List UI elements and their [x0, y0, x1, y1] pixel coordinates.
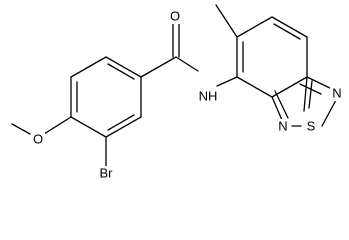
- bond: [303, 76, 308, 112]
- bond: [271, 76, 308, 98]
- substituents-left: [11, 116, 107, 167]
- thiadiazole-ring: [271, 76, 337, 127]
- benzene-ring-left: [70, 56, 142, 138]
- molecule-structure: O NH O Br N S N: [11, 4, 342, 181]
- bond: [321, 99, 337, 127]
- bond-double-inner: [273, 23, 301, 40]
- bond: [105, 116, 142, 138]
- bond: [43, 116, 72, 135]
- bond: [274, 90, 289, 119]
- atom-label-thiadiazole-n-upper: N: [332, 86, 341, 101]
- bond: [70, 116, 107, 138]
- bond: [236, 76, 273, 98]
- bond: [140, 56, 177, 78]
- bond: [271, 96, 283, 121]
- bond-double-inner: [107, 114, 135, 131]
- bond: [11, 123, 31, 135]
- bond: [306, 76, 333, 90]
- amide-group: [140, 21, 238, 87]
- atom-label-thiadiazole-n-lower: N: [278, 119, 287, 134]
- bond: [216, 76, 238, 87]
- atom-label-methoxy-oxygen: O: [33, 132, 43, 147]
- bond: [308, 80, 313, 109]
- bond: [105, 56, 142, 78]
- bond: [175, 56, 199, 72]
- bond-double-inner: [107, 63, 135, 80]
- atom-label-thiadiazole-s: S: [307, 119, 316, 134]
- bond: [236, 16, 273, 38]
- bond: [271, 16, 308, 38]
- benzo-ring-right: [215, 4, 308, 98]
- atom-label-bromine: Br: [100, 166, 114, 181]
- atom-label-amide-nh: NH: [199, 89, 218, 104]
- bond-methyl: [215, 4, 238, 38]
- atom-label-oxygen-carbonyl: O: [170, 9, 180, 24]
- bond: [70, 56, 107, 78]
